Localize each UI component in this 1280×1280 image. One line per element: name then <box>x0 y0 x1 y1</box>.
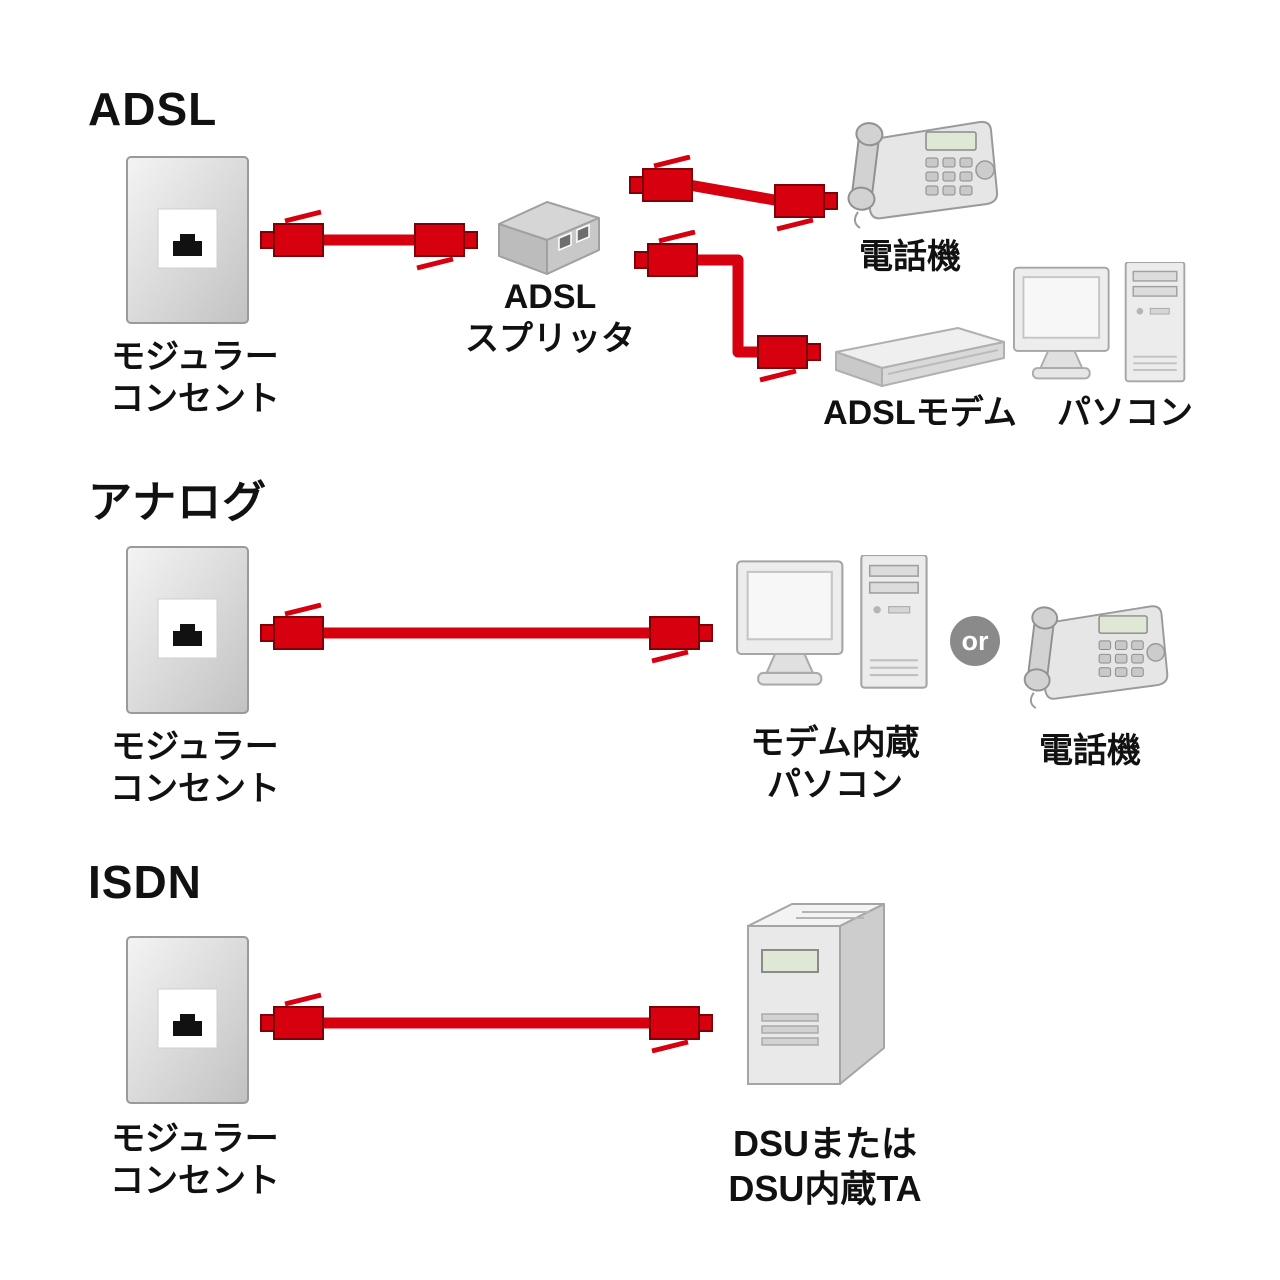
phone-cable-icon <box>255 585 720 685</box>
modular-outlet-icon <box>125 545 250 715</box>
phone-cable-icon <box>255 975 720 1075</box>
modem-pc-label: モデム内蔵 パソコン <box>750 724 920 805</box>
modular-outlet-label: モジュラー コンセント <box>110 338 280 419</box>
adsl-splitter-label: ADSL スプリッタ <box>465 278 635 359</box>
rj11-plug-icon <box>261 995 323 1039</box>
telephone-label: 電話機 <box>859 238 961 276</box>
dsu-tower-icon <box>730 892 920 1107</box>
isdn-section-title: ISDN <box>88 856 202 908</box>
phone-cable-icon <box>255 192 485 292</box>
rj11-plug-icon <box>261 605 323 649</box>
rj11-plug-icon <box>630 157 692 201</box>
modular-outlet-icon <box>125 935 250 1105</box>
rj11-plug-icon <box>635 232 697 276</box>
pc-label: パソコン <box>1057 394 1193 432</box>
telephone-icon <box>828 100 1003 235</box>
adsl-modem-label: ADSLモデム <box>823 394 1017 432</box>
adsl-splitter-icon <box>485 190 610 280</box>
or-badge: or <box>950 616 1000 666</box>
dsu-label: DSUまたは DSU内蔵TA <box>728 1123 922 1209</box>
analog-section-title: アナログ <box>88 478 268 527</box>
telephone-icon <box>1005 585 1173 715</box>
modular-outlet-label: モジュラー コンセント <box>110 1120 280 1201</box>
desktop-pc-icon <box>735 555 935 713</box>
desktop-pc-icon <box>1012 262 1192 404</box>
modular-outlet-label: モジュラー コンセント <box>110 728 280 809</box>
rj11-plug-icon <box>261 212 323 256</box>
rj11-plug-icon <box>650 1007 712 1051</box>
modular-outlet-icon <box>125 155 250 325</box>
phone-cable-icon <box>625 155 845 240</box>
adsl-section-title: ADSL <box>88 83 218 135</box>
rj11-plug-icon <box>758 336 820 380</box>
telephone-label: 電話機 <box>1039 732 1141 770</box>
rj11-plug-icon <box>415 224 477 268</box>
phone-cable-icon <box>630 230 835 390</box>
rj11-plug-icon <box>650 617 712 661</box>
adsl-modem-icon <box>830 322 1010 392</box>
